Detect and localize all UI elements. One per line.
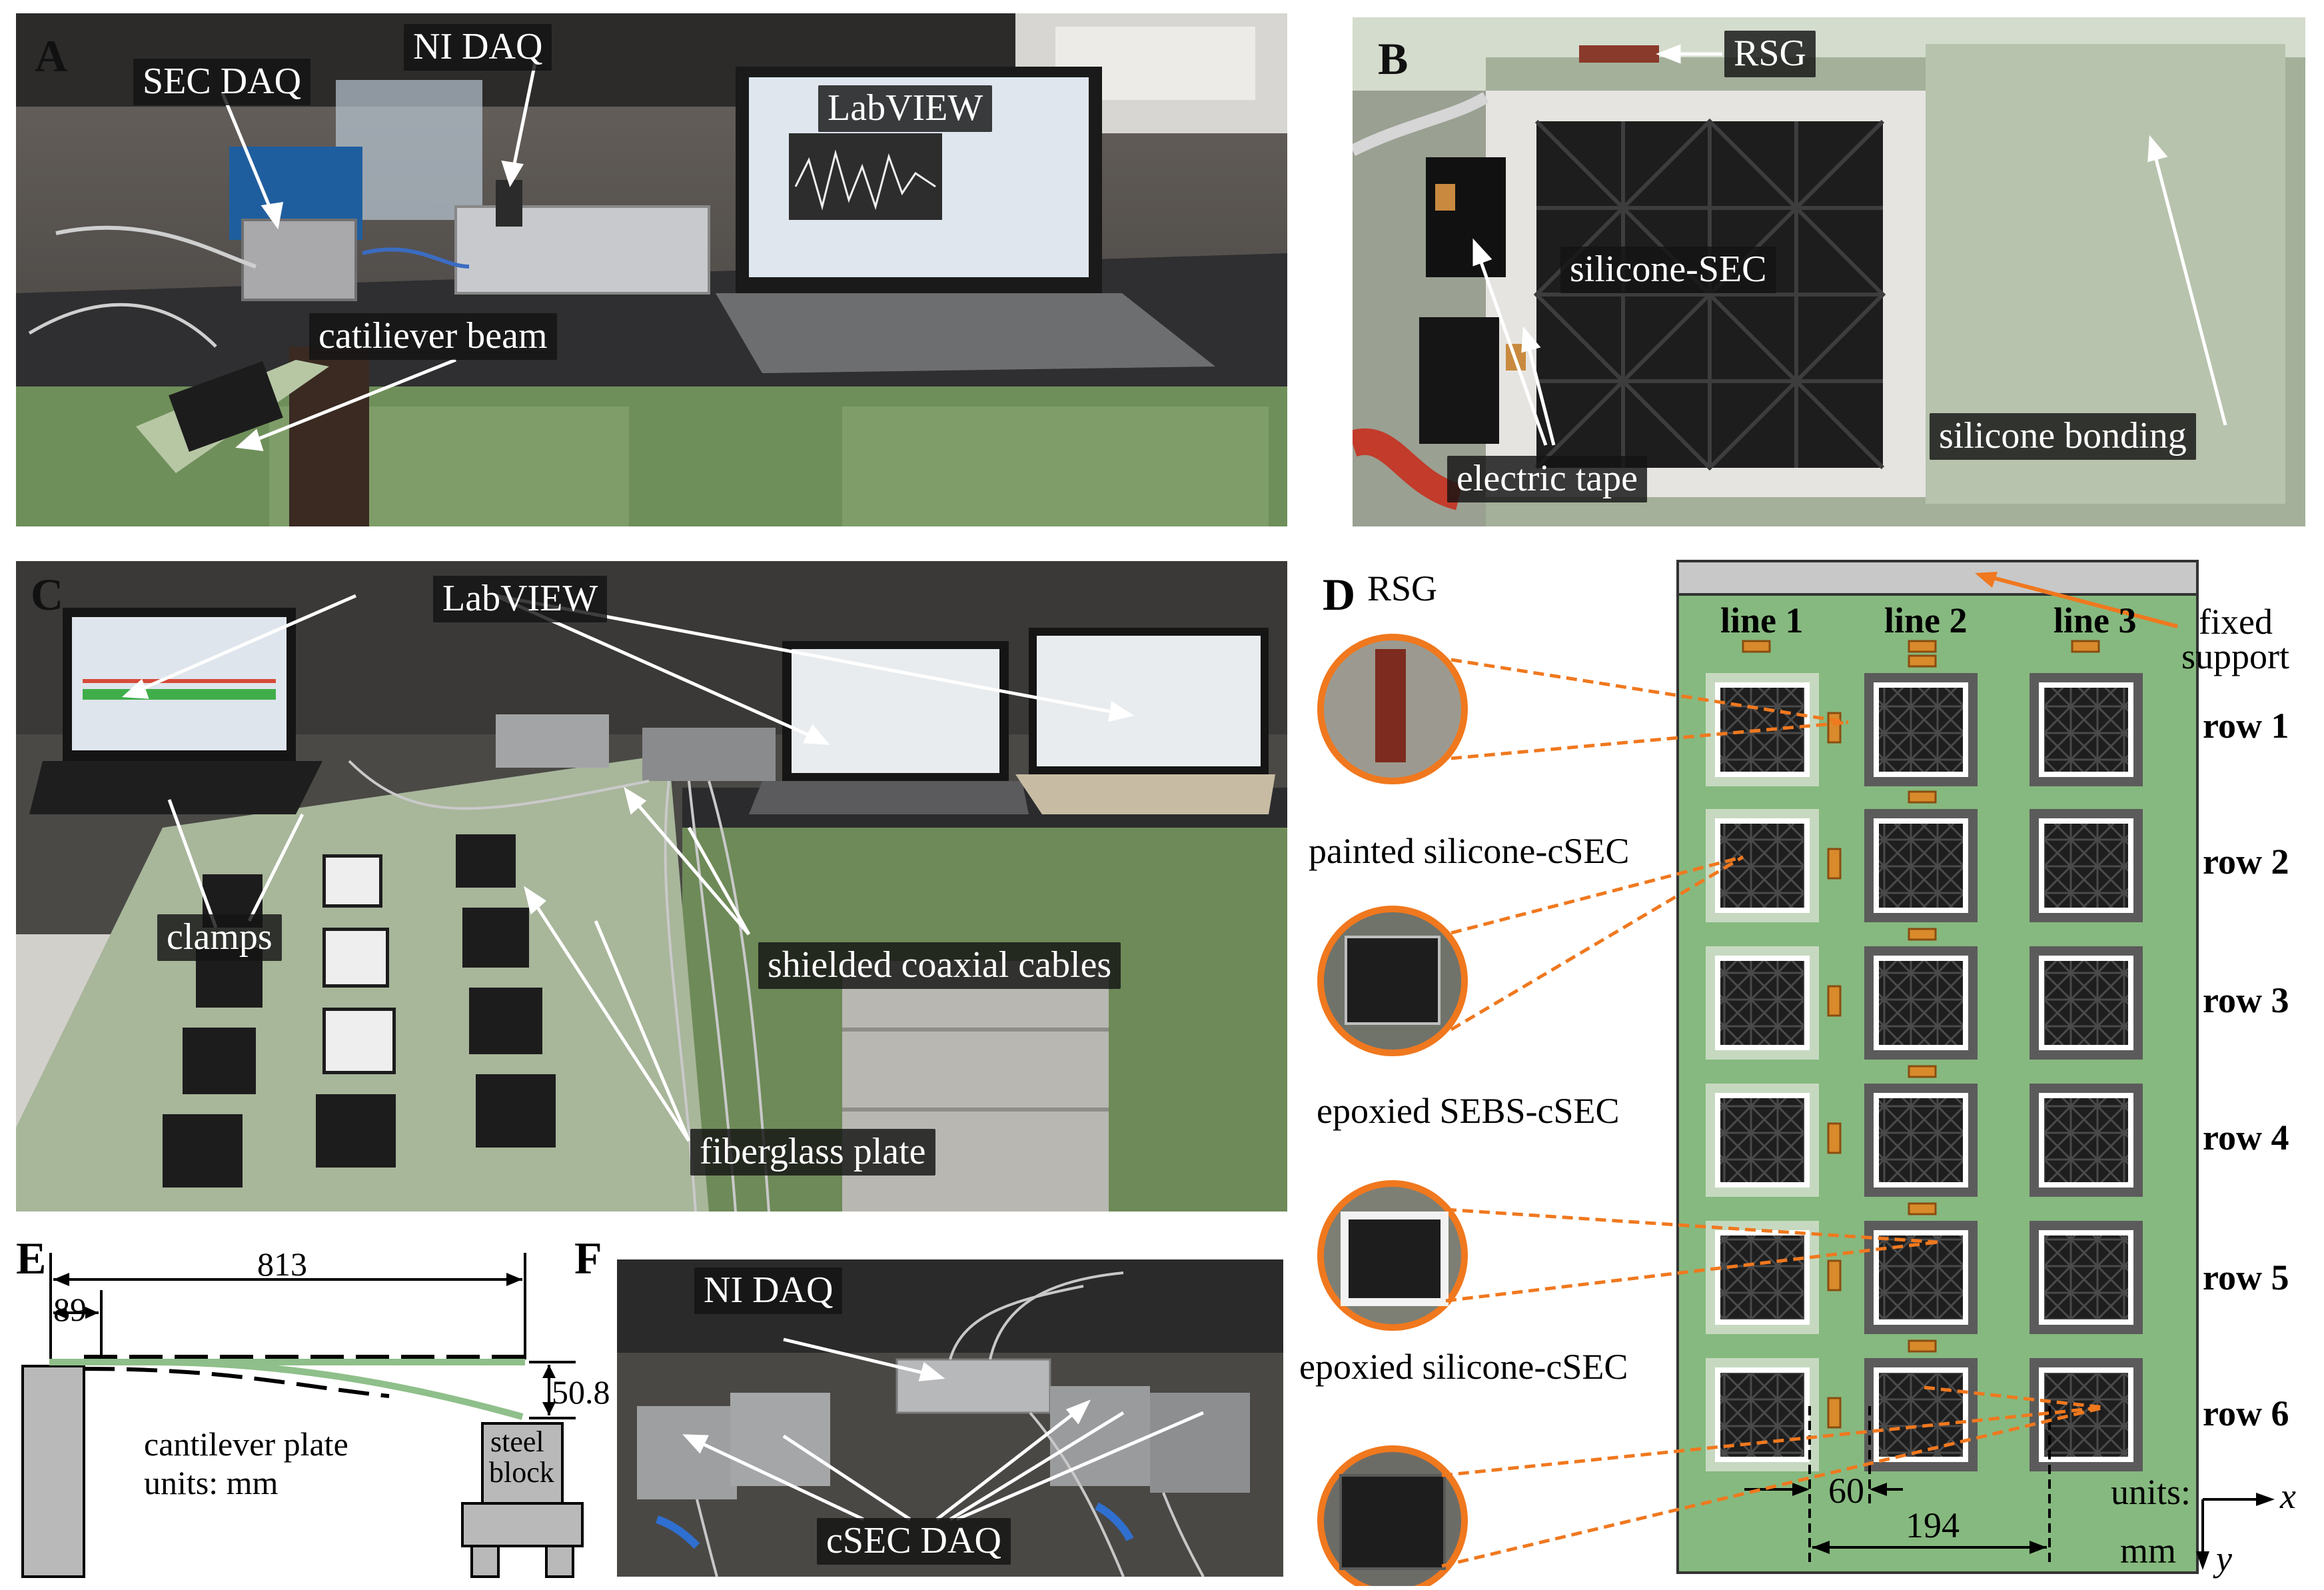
silicone-bonding-tag: silicone bonding xyxy=(1930,413,2196,460)
csec-sensor xyxy=(1879,1373,1963,1457)
dim-60-label: 60 xyxy=(1828,1471,1864,1511)
sensor-grid xyxy=(1706,640,2143,1471)
panel-a-label: A xyxy=(35,31,68,81)
rsg-marker xyxy=(1908,1202,1937,1215)
cantilever-beam-tag: catiliever beam xyxy=(309,313,557,360)
csec-sensor xyxy=(1879,824,1963,908)
row-5-label: row 5 xyxy=(2203,1257,2289,1297)
panel-e-diagram xyxy=(21,1253,584,1578)
panel-d-label: D xyxy=(1323,569,1356,620)
panel-d-layout xyxy=(1317,560,2275,1586)
panel-b-photo: B RSG silicone-SEC silicone bonding elec… xyxy=(1353,17,2305,526)
rsg-marker xyxy=(1827,1259,1842,1291)
csec-sensor xyxy=(2044,688,2128,772)
csec-sensor xyxy=(1879,1098,1963,1182)
rsg-marker xyxy=(1827,848,1842,880)
dim-50-8-label: 50.8 xyxy=(552,1373,610,1411)
inset-label-sebs: epoxied SEBS-cSEC xyxy=(1317,1091,1620,1131)
axis-x-label: x xyxy=(2280,1476,2296,1516)
row-2-label: row 2 xyxy=(2203,842,2289,882)
rsg-marker xyxy=(2071,640,2100,653)
csec-sensor xyxy=(1879,688,1963,772)
csec-sensor xyxy=(1879,1235,1963,1319)
rsg-marker xyxy=(1908,1065,1937,1078)
inset-label-rsg: RSG xyxy=(1367,568,1438,608)
ni-daq-tag-f: NI DAQ xyxy=(694,1267,843,1314)
line-3-label: line 3 xyxy=(2053,600,2137,640)
clamps-tag: clamps xyxy=(157,914,282,961)
csec-sensor xyxy=(1720,688,1804,772)
fixed-support-label-1: fixed xyxy=(2199,602,2273,642)
axis-y-label: y xyxy=(2216,1539,2232,1579)
csec-sensor xyxy=(2044,824,2128,908)
electric-tape-tag: electric tape xyxy=(1447,456,1648,502)
fixed-support-label-2: support xyxy=(2181,636,2289,676)
csec-sensor xyxy=(2044,961,2128,1045)
steel-block-label-2: block xyxy=(489,1456,554,1489)
row-6-label: row 6 xyxy=(2203,1393,2289,1433)
csec-sensor xyxy=(1720,1098,1804,1182)
inset-label-epoxied-silicone: epoxied silicone-cSEC xyxy=(1299,1347,1628,1387)
rsg-marker xyxy=(1827,1397,1842,1429)
panel-a-photo: A SEC DAQ NI DAQ LabVIEW catiliever beam xyxy=(16,13,1287,526)
panel-e-label: E xyxy=(16,1233,47,1283)
rsg-marker xyxy=(1742,640,1771,653)
csec-sensor xyxy=(2044,1373,2128,1457)
labview-tag-c: LabVIEW xyxy=(433,576,608,622)
row-1-label: row 1 xyxy=(2203,706,2289,746)
dim-813-label: 813 xyxy=(257,1245,307,1283)
csec-sensor xyxy=(1720,1235,1804,1319)
rsg-marker xyxy=(1908,640,1937,653)
panel-c-label: C xyxy=(31,569,64,620)
units-label-2: mm xyxy=(2120,1531,2177,1571)
shielded-cables-tag: shielded coaxial cables xyxy=(758,942,1121,989)
sec-daq-tag: SEC DAQ xyxy=(133,59,311,105)
rsg-marker xyxy=(1908,1339,1937,1353)
csec-sensor xyxy=(1720,961,1804,1045)
inset-label-painted: painted silicone-cSEC xyxy=(1309,831,1630,871)
row-3-label: row 3 xyxy=(2203,980,2289,1020)
line-1-label: line 1 xyxy=(1720,600,1804,640)
rsg-marker xyxy=(1827,985,1842,1017)
units-mm-caption: units: mm xyxy=(144,1464,279,1501)
ni-daq-tag: NI DAQ xyxy=(404,24,552,71)
fiberglass-plate-tag: fiberglass plate xyxy=(690,1129,935,1176)
rsg-marker xyxy=(1908,928,1937,941)
line-2-label: line 2 xyxy=(1884,600,1968,640)
rsg-tag: RSG xyxy=(1724,31,1816,77)
steel-block-label-1: steel xyxy=(490,1425,544,1458)
labview-tag: LabVIEW xyxy=(818,85,993,132)
dim-194-label: 194 xyxy=(1906,1505,1960,1545)
csec-sensor xyxy=(2044,1235,2128,1319)
dim-89-label: 89 xyxy=(53,1291,87,1328)
rsg-marker xyxy=(1827,1122,1842,1154)
rsg-marker xyxy=(1827,712,1842,744)
rsg-marker xyxy=(1908,790,1937,804)
panel-f-label: F xyxy=(574,1233,602,1283)
rsg-marker xyxy=(1908,654,1937,668)
units-label-1: units: xyxy=(2111,1472,2191,1512)
csec-sensor xyxy=(1879,961,1963,1045)
row-4-label: row 4 xyxy=(2203,1118,2289,1158)
panel-b-label: B xyxy=(1378,33,1409,84)
csec-sensor xyxy=(2044,1098,2128,1182)
cantilever-plate-caption: cantilever plate xyxy=(144,1425,348,1463)
silicone-sec-tag: silicone-SEC xyxy=(1560,247,1776,293)
panel-c-photo: C LabVIEW clamps shielded coaxial cables… xyxy=(16,561,1287,1211)
csec-daq-tag: cSEC DAQ xyxy=(817,1518,1011,1565)
csec-sensor xyxy=(1720,824,1804,908)
panel-f-photo: NI DAQ cSEC DAQ xyxy=(617,1259,1283,1577)
